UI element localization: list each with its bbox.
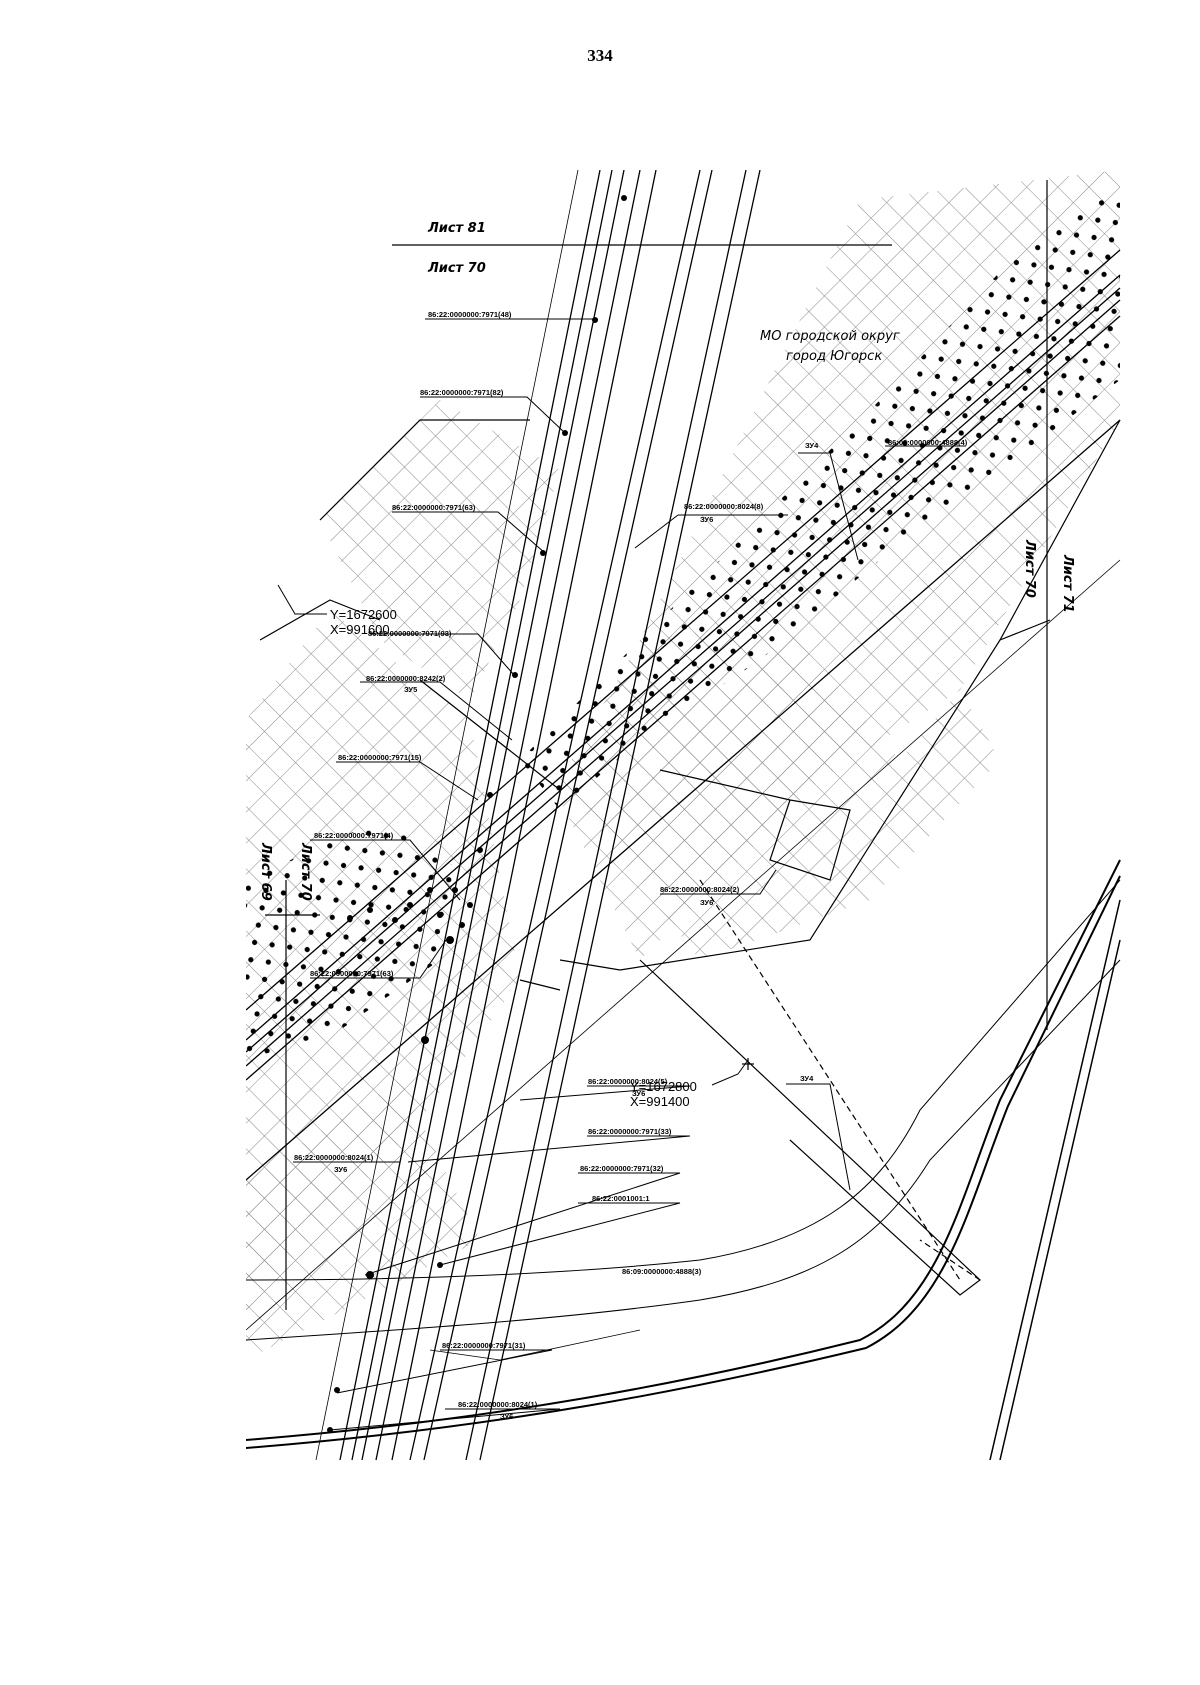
parcel-label: 86:22:0000000:8024(1)	[294, 1153, 374, 1162]
sheet-label-70-left: Лист 70	[298, 842, 313, 901]
parcel-label: 86:22:0000000:7971(31)	[442, 1341, 526, 1350]
parcel-label: 86:22:0000000:7971(15)	[338, 753, 422, 762]
sheet-label-71: Лист 71	[1060, 554, 1075, 613]
parcel-labels: 86:22:0000000:7971(48) 86:22:0000000:797…	[294, 310, 968, 1421]
parcel-label: 86:22:0000000:7971(48)	[428, 310, 512, 319]
hatched-zone-lower-left	[246, 1080, 480, 1360]
dotted-zone	[520, 180, 1120, 810]
coord-b-x: X=991400	[630, 1094, 690, 1109]
parcel-label: 86:22:0000000:7971(93)	[368, 629, 452, 638]
coord-a-y: Y=1672600	[330, 607, 397, 622]
coord-b-cross	[742, 1058, 754, 1070]
hatched-zone-top-left	[320, 400, 560, 700]
parcel-zone: ЗУ6	[632, 1089, 645, 1098]
parcel-label: 86:22:0000000:7971(63)	[310, 969, 394, 978]
municipality-line-1: МО городской округ	[760, 329, 900, 344]
sheet-label-69: Лист 69	[258, 842, 273, 901]
parcel-outlines	[259, 180, 1121, 1296]
municipality-line-2: город Югорск	[786, 349, 882, 364]
sheet-label-81: Лист 81	[427, 221, 486, 236]
zone-label-zu4-bottom: ЗУ4	[800, 1074, 814, 1083]
parcel-label: 86:22:0000000:7971(33)	[588, 1127, 672, 1136]
parcel-label: 86:22:0000000:8024(8)	[684, 502, 764, 511]
parcel-label: 86:09:0000000:4888(4)	[888, 438, 968, 447]
parcel-label: 86:22:0000000:7971(82)	[420, 388, 504, 397]
parcel-label: 86:22:0000000:8024(5)	[588, 1077, 668, 1086]
parcel-label: 86:22:0000000:7971(32)	[580, 1164, 664, 1173]
page-number: 334	[587, 46, 613, 65]
parcel-label: 86:22:0001001:1	[592, 1194, 650, 1203]
coord-a-x: X=991600	[330, 622, 390, 637]
diagonal-corridor	[246, 249, 1121, 1331]
parcel-zone: ЗУ6	[334, 1165, 347, 1174]
parcel-label: 86:22:0000000:8024(1)	[458, 1400, 538, 1409]
parcel-label: 86:22:0000000:8024(2)	[660, 885, 740, 894]
parcel-zone: ЗУ6	[700, 898, 713, 907]
sheet-boundaries	[265, 244, 892, 1310]
sheet-label-70-top: Лист 70	[427, 261, 486, 276]
dotted-zone-left	[246, 820, 460, 1060]
parcel-label: 86:09:0000000:4888(3)	[622, 1267, 702, 1276]
parcel-label: 86:22:0000000:7971(63)	[392, 503, 476, 512]
zone-label-zu4-top: ЗУ4	[805, 441, 819, 450]
parcel-zone: ЗУ6	[700, 515, 713, 524]
parcel-label: 86:22:0000000:7971(4)	[314, 831, 394, 840]
leader-lines	[277, 318, 965, 1431]
parcel-zone: ЗУ6	[500, 1412, 513, 1421]
curved-roads	[246, 859, 1121, 1460]
parcel-zone: ЗУ5	[404, 685, 417, 694]
parcel-label: 86:22:0000000:8242(2)	[366, 674, 446, 683]
coord-b-y: Y=1672800	[630, 1079, 697, 1094]
sheet-label-70-right: Лист 70	[1022, 539, 1037, 598]
